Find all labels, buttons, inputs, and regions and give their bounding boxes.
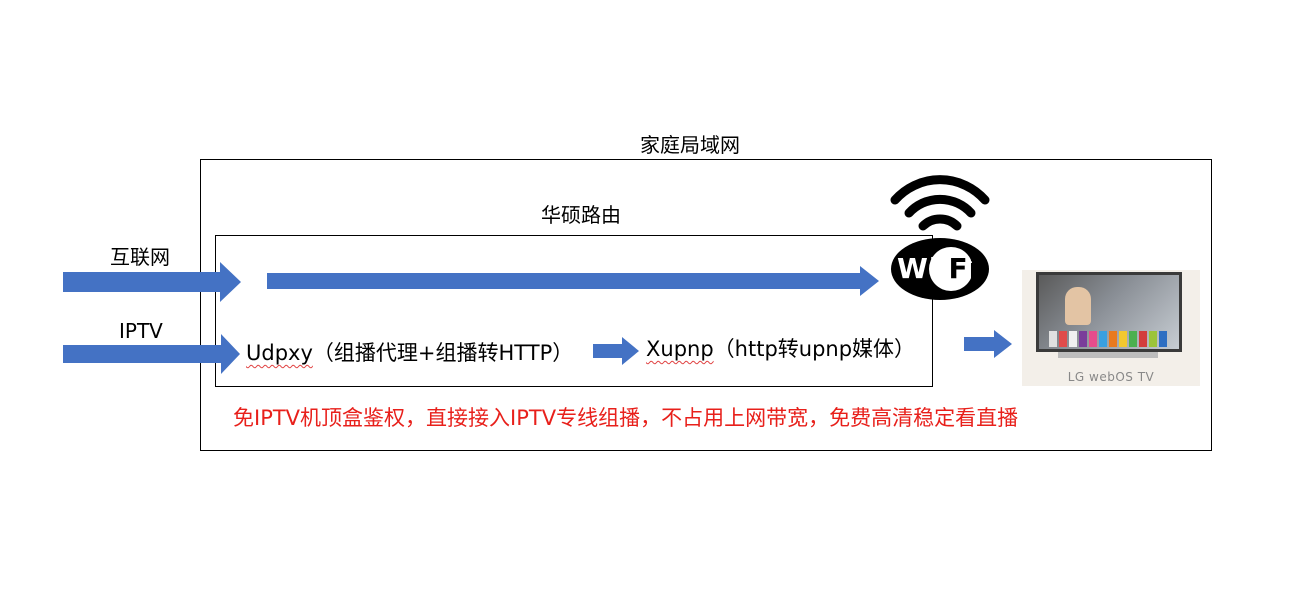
wifi-icon — [890, 175, 990, 300]
router-box — [215, 235, 933, 387]
tv-stand — [1058, 352, 1158, 358]
wifi-wi: Wi — [897, 252, 940, 285]
internet-to-wifi-arrow — [267, 266, 879, 296]
udpxy-desc: （组播代理+组播转HTTP） — [312, 341, 574, 365]
home-lan-title: 家庭局域网 — [640, 133, 740, 157]
iptv-label: IPTV — [119, 319, 163, 343]
tv-tile — [1129, 331, 1137, 347]
xupnp-name: Xupnp — [646, 337, 714, 361]
udpxy-name: Udpxy — [246, 341, 313, 365]
internet-label: 互联网 — [110, 245, 170, 269]
tv-tile — [1089, 331, 1097, 347]
tv-screen-figure — [1065, 287, 1091, 325]
udpxy-label: Udpxy（组播代理+组播转HTTP） — [246, 341, 573, 365]
tv-tile — [1059, 331, 1067, 347]
iptv-input-arrow — [63, 334, 240, 374]
tv-tile — [1109, 331, 1117, 347]
wifi-fi: Fi — [948, 252, 980, 285]
router-title: 华硕路由 — [541, 203, 621, 227]
home-lan-box — [200, 159, 1212, 451]
tv-tile — [1149, 331, 1157, 347]
feature-note: 免IPTV机顶盒鉴权，直接接入IPTV专线组播，不占用上网带宽，免费高清稳定看直… — [233, 406, 1019, 430]
tv-icon — [1036, 272, 1182, 352]
tv-tile — [1079, 331, 1087, 347]
xupnp-desc: （http转upnp媒体） — [713, 337, 916, 361]
tv-caption: LG webOS TV — [1067, 370, 1155, 384]
internet-input-arrow — [63, 262, 241, 302]
tv-tile — [1069, 331, 1077, 347]
tv-tile — [1159, 331, 1167, 347]
tv-tile — [1119, 331, 1127, 347]
tv-tile — [1049, 331, 1057, 347]
to-tv-arrow — [964, 330, 1012, 358]
tv-tile — [1139, 331, 1147, 347]
tv-tile — [1099, 331, 1107, 347]
udpxy-to-xupnp-arrow — [593, 337, 639, 365]
xupnp-label: Xupnp（http转upnp媒体） — [646, 337, 915, 361]
